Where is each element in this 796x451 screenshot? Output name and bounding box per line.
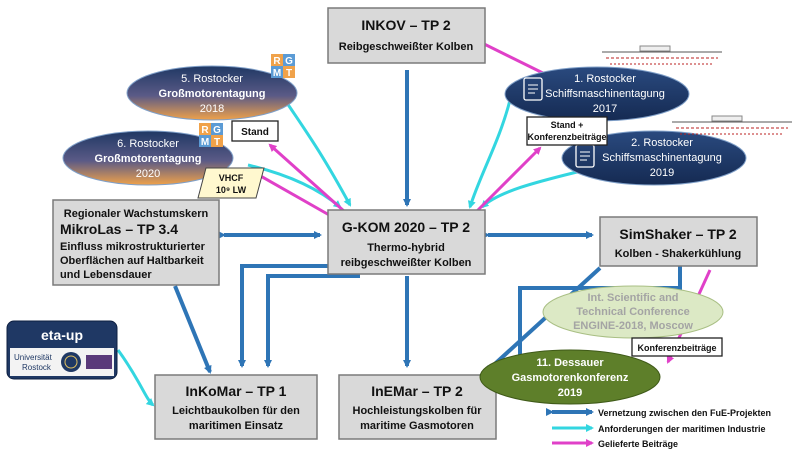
engine-line2: Technical Conference [576,306,690,318]
box-gkom: G-KOM 2020 – TP 2 Thermo-hybrid reibgesc… [327,209,486,275]
box-inemar-line1: Hochleistungskolben für [353,405,483,417]
arrow-simshaker-to-inemar-diag [484,266,602,374]
gm6-line3: 2020 [136,168,160,180]
cyan-schiff1-to-gkom [467,99,512,209]
box-mikrolas-line3: und Lebensdauer [60,269,152,281]
legend-industry-label: Anforderungen der maritimen Industrie [598,424,766,434]
svg-text:G: G [213,125,221,136]
ship-logo-icon [672,115,792,135]
box-simshaker: SimShaker – TP 2 Kolben - Shakerkühlung [599,216,758,267]
partner-logo-icon [86,355,112,369]
box-gkom-line2: reibgeschweißter Kolben [341,257,472,269]
svg-text:G: G [285,56,293,67]
engine-line1: Int. Scientific and [587,292,678,304]
box-mikrolas: Regionaler Wachstumskern MikroLas – TP 3… [52,199,220,286]
callout-vhcf-line2: 10⁹ LW [216,185,247,195]
callout-konferenz-text: Konferenzbeiträge [637,343,716,353]
callout-vhcf-line1: VHCF [219,173,244,183]
ellipse-dessauer: 11. Dessauer Gasmotorenkonferenz 2019 [479,349,661,405]
ship-logo-icon [602,45,722,65]
university-seal-icon [61,352,81,372]
ellipse-grossmotor-5: 5. Rostocker Großmotorentagung 2018 [126,65,298,121]
box-simshaker-title: SimShaker – TP 2 [619,226,736,242]
svg-text:R: R [201,125,209,136]
callout-konferenzbeitraege: Konferenzbeiträge [631,337,723,357]
dessauer-line1: 11. Dessauer [536,357,604,369]
cyan-gm5-to-gkom [283,99,352,207]
box-mikrolas-line0: Regionaler Wachstumskern [64,208,209,220]
legend-item-network: Vernetzung zwischen den FuE-Projekten [546,408,771,418]
ellipse-schiff-1: 1. Rostocker Schiffsmaschinentagung 2017 [504,66,690,122]
gm5-line2: Großmotorentagung [159,88,266,100]
schiff1-line2: Schiffsmaschinentagung [545,88,665,100]
arrow-gkom-to-inkomar-right [264,274,360,368]
eta-up-uni-line2: Rostock [22,363,52,372]
legend: Vernetzung zwischen den FuE-Projekten An… [546,408,771,449]
document-icon [523,77,543,101]
callout-stand-konf-line2: Konferenzbeiträge [527,132,606,142]
svg-text:M: M [201,137,209,148]
mag-gkom-to-gm6 [248,168,339,222]
rgmt-logo: R G M T [199,123,223,148]
mag-gkom-to-stand [268,143,346,214]
eta-up-logo: eta-up Universität Rostock [6,320,118,380]
callout-stand-konf-line1: Stand + [551,120,584,130]
svg-text:M: M [273,68,281,79]
box-inemar: InEMar – TP 2 Hochleistungskolben für ma… [338,374,497,440]
box-inkov-title: INKOV – TP 2 [361,17,450,33]
gm5-line3: 2018 [200,103,224,115]
svg-text:T: T [286,68,292,79]
cyan-etaup-to-inkomar [116,349,155,407]
arrow-gkom-to-inkomar-left [238,264,334,368]
svg-text:R: R [273,56,281,67]
ellipse-grossmotor-6: 6. Rostocker Großmotorentagung 2020 [62,130,234,186]
eta-up-title: eta-up [41,327,83,343]
eta-up-uni-line1: Universität [14,353,53,362]
mag-gkom-to-standkonf [474,146,542,214]
box-mikrolas-line2: Oberflächen auf Haltbarkeit [60,255,204,267]
box-inemar-line2: maritime Gasmotoren [360,420,474,432]
box-mikrolas-line1: Einfluss mikrostrukturierter [60,241,206,253]
svg-text:T: T [214,137,220,148]
box-gkom-line1: Thermo-hybrid [367,242,445,254]
schiff1-line3: 2017 [593,103,617,115]
engine-line3: ENGINE-2018, Moscow [573,320,693,332]
callout-vhcf: VHCF 10⁹ LW [197,167,265,199]
box-inkov-desc: Reibgeschweißter Kolben [339,41,474,53]
box-mikrolas-title: MikroLas – TP 3.4 [60,221,178,237]
arrow-mikrolas-to-inkomar [173,285,212,374]
ellipse-schiff-2: 2. Rostocker Schiffsmaschinentagung 2019 [561,130,747,186]
legend-item-industry: Anforderungen der maritimen Industrie [552,424,766,434]
box-inemar-title: InEMar – TP 2 [371,383,463,399]
dessauer-line3: 2019 [558,387,582,399]
dessauer-line2: Gasmotorenkonferenz [512,372,629,384]
box-inkomar-line1: Leichtbaukolben für den [172,405,300,417]
box-simshaker-desc: Kolben - Shakerkühlung [615,248,742,260]
ellipse-engine-2018: Int. Scientific and Technical Conference… [542,285,724,339]
gm6-line2: Großmotorentagung [95,153,202,165]
box-gkom-title: G-KOM 2020 – TP 2 [342,219,470,235]
schiff2-line1: 2. Rostocker [631,137,693,149]
box-inkomar-title: InKoMar – TP 1 [186,383,287,399]
rgmt-logo: R G M T [271,54,295,79]
legend-network-label: Vernetzung zwischen den FuE-Projekten [598,408,771,418]
callout-stand-text: Stand [241,127,269,138]
schiff2-line3: 2019 [650,167,674,179]
gm6-line1: 6. Rostocker [117,138,179,150]
schiff1-line1: 1. Rostocker [574,73,636,85]
legend-item-contribution: Gelieferte Beiträge [552,439,678,449]
box-inkomar-line2: maritimen Einsatz [189,420,284,432]
callout-stand-konferenz: Stand + Konferenzbeiträge [526,116,608,146]
gm5-line1: 5. Rostocker [181,73,243,85]
callout-stand: Stand [231,120,279,142]
schiff2-line2: Schiffsmaschinentagung [602,152,722,164]
cyan-schiff2-to-gkom [480,168,586,209]
box-inkomar: InKoMar – TP 1 Leichtbaukolben für den m… [154,374,318,440]
box-inkov: INKOV – TP 2 Reibgeschweißter Kolben [327,7,486,64]
legend-contribution-label: Gelieferte Beiträge [598,439,678,449]
